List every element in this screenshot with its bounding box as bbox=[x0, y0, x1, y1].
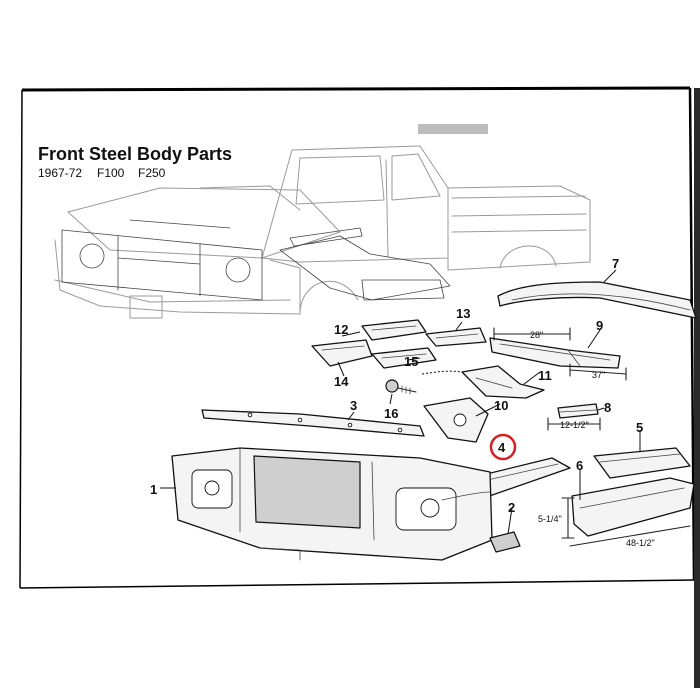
label-part-8: 8 bbox=[604, 400, 611, 415]
dim-48-half: 48-1/2" bbox=[626, 538, 655, 548]
part-15-floor-patch bbox=[371, 347, 437, 369]
subtitle-years: 1967-72 bbox=[38, 166, 82, 180]
label-part-6: 6 bbox=[576, 458, 583, 473]
label-part-4: 4 bbox=[498, 440, 506, 455]
label-part-14: 14 bbox=[334, 374, 349, 389]
part-10-cowl-panel bbox=[423, 397, 489, 443]
label-part-15: 15 bbox=[404, 354, 418, 369]
part-2-mount bbox=[489, 507, 521, 553]
part-13-floor-patch bbox=[425, 327, 487, 347]
part-1-radiator-support bbox=[171, 447, 493, 561]
part-12-floor-patch bbox=[361, 319, 427, 341]
part-6-outer-rocker bbox=[571, 477, 695, 537]
part-9-cab-corner-brace bbox=[489, 337, 621, 369]
label-part-16: 16 bbox=[384, 406, 398, 421]
part-8-bracket bbox=[557, 403, 599, 419]
subtitle-model-2: F250 bbox=[138, 166, 166, 180]
label-part-13: 13 bbox=[456, 306, 470, 321]
dim-37: 37" bbox=[592, 370, 605, 380]
label-part-7: 7 bbox=[612, 256, 619, 271]
dim-5-quarter: 5-1/4" bbox=[538, 514, 562, 524]
part-16-bolt bbox=[385, 379, 417, 395]
label-part-9: 9 bbox=[596, 318, 603, 333]
page-title: Front Steel Body Parts bbox=[38, 144, 232, 164]
leader-lines bbox=[160, 269, 641, 500]
label-part-12: 12 bbox=[334, 322, 348, 337]
label-part-5: 5 bbox=[636, 420, 643, 435]
label-part-10: 10 bbox=[494, 398, 508, 413]
subtitle-model-1: F100 bbox=[97, 166, 125, 180]
part-labels: 1 2 3 4 5 6 7 8 9 10 11 12 13 14 15 16 bbox=[150, 256, 643, 515]
dim-12-half: 12-1/2" bbox=[560, 420, 589, 430]
label-part-2: 2 bbox=[508, 500, 515, 515]
dimension-labels: 28" 37" 12-1/2" 5-1/4" 48-1/2" bbox=[530, 330, 655, 548]
truck-illustration bbox=[54, 145, 591, 319]
part-11-cowl-brace bbox=[421, 365, 545, 399]
highlighted-callout-part-4: 4 bbox=[489, 433, 517, 461]
part-7-inner-rocker bbox=[497, 281, 697, 319]
label-part-1: 1 bbox=[150, 482, 157, 497]
label-part-11: 11 bbox=[538, 368, 552, 383]
dimension-lines bbox=[493, 327, 691, 547]
dim-28: 28" bbox=[530, 330, 543, 340]
part-14-floor-patch bbox=[311, 339, 373, 367]
label-part-3: 3 bbox=[350, 398, 357, 413]
part-3-upper-bar bbox=[201, 409, 425, 437]
part-5-rocker-panel bbox=[593, 447, 691, 479]
